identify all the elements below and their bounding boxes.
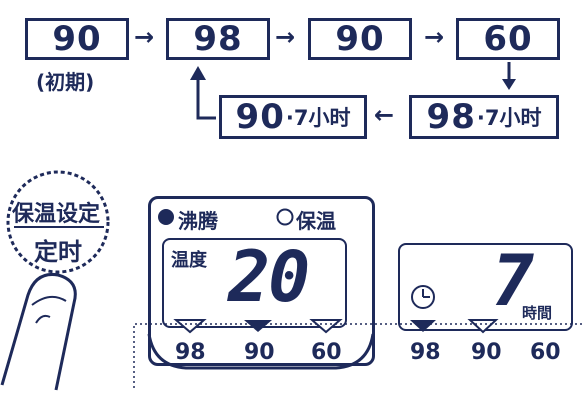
panel-markers bbox=[173, 319, 343, 334]
flow-box-value: 90 bbox=[52, 19, 102, 59]
arrow-right-icon: → bbox=[275, 23, 296, 51]
flow-box-90-7h: 90 ·7小时 bbox=[219, 95, 367, 139]
button-top-label[interactable]: 保温设定 bbox=[12, 202, 101, 227]
return-arrow-icon bbox=[190, 66, 216, 120]
panel-temp-60: 60 bbox=[311, 340, 342, 365]
flow-box-90-initial: 90 bbox=[25, 18, 129, 60]
flow-box-value: 98 bbox=[193, 19, 243, 59]
button-bottom-label[interactable]: 定时 bbox=[34, 238, 82, 266]
flow-box-value: 60 bbox=[483, 19, 533, 59]
flow-box-60: 60 bbox=[456, 18, 560, 60]
arrow-right-icon: → bbox=[424, 23, 445, 51]
button-divider bbox=[14, 226, 104, 228]
flow-box-98-7h: 98 ·7小时 bbox=[409, 95, 559, 139]
timer-display bbox=[398, 243, 573, 331]
panel-temp-90: 90 bbox=[244, 340, 275, 365]
arrow-left-icon: ← bbox=[374, 101, 395, 129]
timer-value: 7 bbox=[492, 240, 535, 322]
flow-initial-note: (初期) bbox=[36, 70, 95, 94]
temperature-value: 20 bbox=[228, 236, 310, 318]
flow-box-suffix: ·7小时 bbox=[285, 106, 351, 130]
panel-temp-98: 98 bbox=[175, 340, 206, 365]
flow-box-98: 98 bbox=[166, 18, 270, 60]
panel-bottom-curve bbox=[147, 333, 375, 370]
clock-icon bbox=[411, 285, 435, 309]
timer-markers bbox=[410, 319, 499, 334]
arrow-right-icon: → bbox=[134, 23, 155, 51]
timer-temp-90: 90 bbox=[471, 340, 502, 365]
flow-box-value: 98 bbox=[426, 97, 476, 137]
flow-box-value: 90 bbox=[235, 97, 285, 137]
finger-icon bbox=[0, 272, 77, 391]
button-circle bbox=[6, 170, 110, 274]
flow-box-suffix: ·7小时 bbox=[476, 106, 542, 130]
mode-keep-label: 保温 bbox=[296, 209, 336, 233]
timer-temp-60: 60 bbox=[530, 340, 561, 365]
arrow-down-icon bbox=[502, 62, 516, 90]
flow-box-90: 90 bbox=[308, 18, 412, 60]
temperature-label: 温度 bbox=[171, 250, 207, 271]
boil-indicator-icon bbox=[158, 209, 174, 225]
timer-temp-98: 98 bbox=[410, 340, 441, 365]
mode-boil-label: 沸腾 bbox=[178, 209, 218, 233]
keep-warm-indicator-icon bbox=[276, 208, 294, 226]
timer-unit: 時間 bbox=[522, 304, 553, 322]
dotted-guide bbox=[133, 323, 582, 388]
flow-box-value: 90 bbox=[335, 19, 385, 59]
